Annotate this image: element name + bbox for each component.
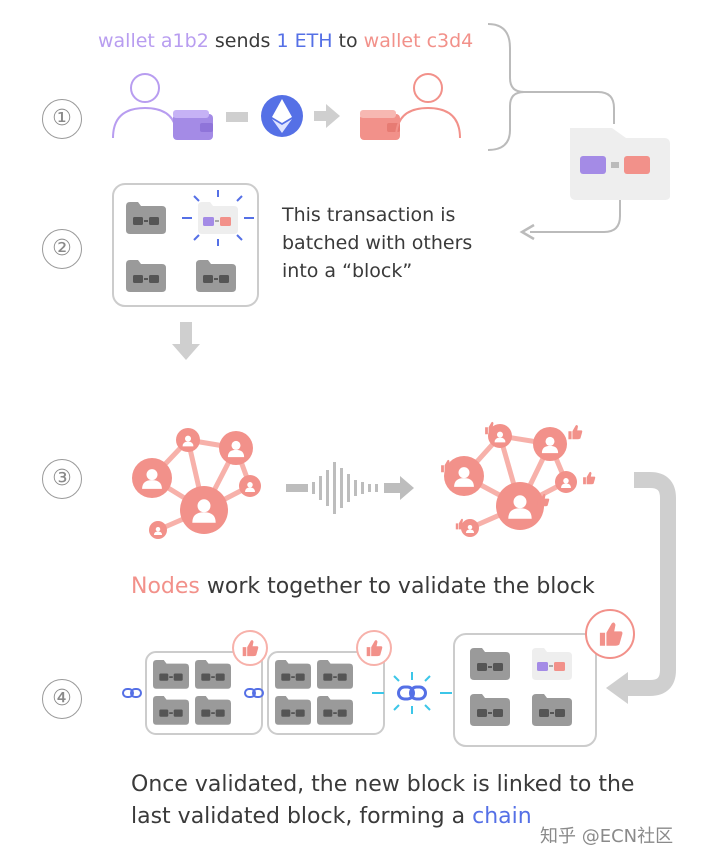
receiver-wallet-label: wallet c3d4 — [363, 30, 474, 52]
step-4-number: ④ — [42, 679, 82, 719]
step-4-line-2: last validated block, forming a chain — [131, 804, 532, 829]
step-4-line-1: Once validated, the new block is linked … — [131, 772, 635, 797]
sender-wallet-icon — [173, 110, 213, 140]
arrow-1 — [314, 104, 340, 128]
chain-block-1 — [145, 630, 268, 735]
arrow-down-step-3 — [172, 322, 200, 360]
signal-waveform — [286, 462, 414, 514]
sender-person-icon — [112, 73, 178, 139]
step-2-line-1: This transaction is — [282, 204, 456, 226]
receiver-person-icon — [395, 73, 461, 139]
connector-to-step-2 — [530, 200, 621, 233]
step-2-line-3: into a “block” — [282, 260, 413, 282]
transaction-caption: wallet a1b2 sends 1 ETH to wallet c3d4 — [98, 30, 473, 52]
transaction-card — [570, 128, 670, 200]
thumbs-up-icon — [455, 518, 467, 530]
step-3-caption-rest: work together to validate the block — [199, 574, 595, 599]
amount-label: 1 ETH — [276, 30, 333, 52]
step-2-number: ② — [42, 229, 82, 269]
arrow-head-step-2 — [519, 223, 535, 241]
chain-block-2 — [267, 630, 392, 735]
watermark: 知乎 @ECN社区 — [540, 826, 674, 847]
thumbs-up-icon — [568, 424, 583, 440]
chain-link-sparkle — [372, 672, 452, 714]
new-transaction-highlight — [182, 190, 254, 246]
step-3-number: ③ — [42, 459, 82, 499]
node-network-right — [441, 421, 596, 537]
arrow-to-step-4 — [628, 472, 676, 696]
receiver-wallet-icon — [360, 110, 400, 140]
sends-text: sends — [208, 30, 277, 52]
connector-to-tx-card — [524, 91, 615, 124]
arrow-head-step-4 — [606, 672, 628, 704]
step-1-bracket — [487, 23, 525, 151]
thumbs-up-icon — [485, 421, 498, 435]
step-4-line-2-prefix: last validated block, forming a — [131, 804, 473, 829]
chain-link-icon — [122, 688, 142, 698]
sender-wallet-label: wallet a1b2 — [98, 30, 209, 52]
step-2-line-2: batched with others — [282, 232, 473, 254]
to-text: to — [332, 30, 364, 52]
step-1-number: ① — [42, 99, 82, 139]
eth-coin-icon — [261, 95, 303, 137]
new-block — [453, 609, 635, 747]
node-network-left — [132, 428, 261, 539]
arrow-shaft-1 — [226, 112, 248, 122]
chain-highlight: chain — [472, 804, 532, 829]
step-3-caption: Nodes work together to validate the bloc… — [131, 574, 595, 599]
thumbs-up-icon — [583, 471, 596, 485]
chain-link-new-icon — [397, 685, 427, 701]
nodes-highlight: Nodes — [131, 574, 200, 599]
